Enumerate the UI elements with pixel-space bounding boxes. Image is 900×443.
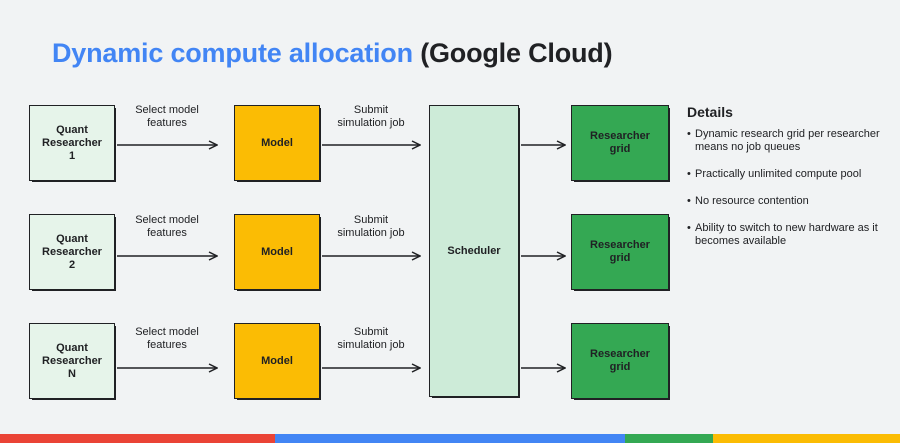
grid-line: Researcher — [590, 239, 650, 251]
researcher-grid-box-2: Researcher grid — [571, 214, 669, 290]
researcher-line: Quant — [56, 232, 88, 245]
model-label: Model — [261, 354, 293, 367]
researcher-line: 1 — [68, 149, 76, 162]
scheduler-box: Scheduler — [429, 105, 519, 397]
model-label: Model — [261, 245, 293, 258]
label-line: Submit — [353, 104, 389, 116]
quant-researcher-1-box: Quant Researcher 1 — [29, 105, 115, 181]
submit-job-label-3: Submit simulation job — [316, 326, 426, 352]
label-line: Select model — [135, 104, 199, 116]
submit-job-label-2: Submit simulation job — [316, 214, 426, 240]
quant-researcher-2-box: Quant Researcher 2 — [29, 214, 115, 290]
select-features-label-3: Select model features — [112, 326, 222, 352]
details-list: Dynamic research grid per researcher mea… — [687, 128, 892, 262]
title-highlight: Dynamic compute allocation — [52, 38, 413, 68]
label-line: simulation job — [337, 339, 405, 351]
page-title: Dynamic compute allocation (Google Cloud… — [52, 38, 613, 69]
color-bar-blue — [275, 434, 625, 443]
grid-line: Researcher — [590, 130, 650, 142]
grid-line: grid — [609, 252, 631, 264]
researcher-line: Quant — [56, 341, 88, 354]
researcher-grid-box-1: Researcher grid — [571, 105, 669, 181]
label-line: simulation job — [337, 117, 405, 129]
grid-line: grid — [609, 361, 631, 373]
researcher-line: N — [68, 367, 76, 380]
label-line: Submit — [353, 214, 389, 226]
color-bar-red — [0, 434, 275, 443]
label-line: simulation job — [337, 227, 405, 239]
label-line: features — [147, 227, 187, 239]
title-rest: (Google Cloud) — [420, 38, 613, 68]
select-features-label-2: Select model features — [112, 214, 222, 240]
select-features-label-1: Select model features — [112, 104, 222, 130]
researcher-line: Researcher — [42, 245, 102, 258]
model-box-3: Model — [234, 323, 320, 399]
model-box-1: Model — [234, 105, 320, 181]
grid-line: grid — [609, 143, 631, 155]
label-line: Select model — [135, 214, 199, 226]
label-line: features — [147, 117, 187, 129]
details-item: Practically unlimited compute pool — [687, 168, 892, 181]
researcher-line: Researcher — [42, 136, 102, 149]
grid-line: Researcher — [590, 348, 650, 360]
label-line: features — [147, 339, 187, 351]
details-item: Ability to switch to new hardware as it … — [687, 222, 892, 248]
model-label: Model — [261, 136, 293, 149]
label-line: Select model — [135, 326, 199, 338]
researcher-line: Researcher — [42, 354, 102, 367]
researcher-grid-box-3: Researcher grid — [571, 323, 669, 399]
quant-researcher-n-box: Quant Researcher N — [29, 323, 115, 399]
label-line: Submit — [353, 326, 389, 338]
details-item: No resource contention — [687, 195, 892, 208]
details-title: Details — [687, 104, 733, 120]
researcher-line: 2 — [68, 258, 76, 271]
details-item: Dynamic research grid per researcher mea… — [687, 128, 892, 154]
color-bar-green — [625, 434, 713, 443]
color-bar-yellow — [713, 434, 900, 443]
researcher-line: Quant — [56, 123, 88, 136]
model-box-2: Model — [234, 214, 320, 290]
submit-job-label-1: Submit simulation job — [316, 104, 426, 130]
scheduler-label: Scheduler — [447, 244, 501, 257]
